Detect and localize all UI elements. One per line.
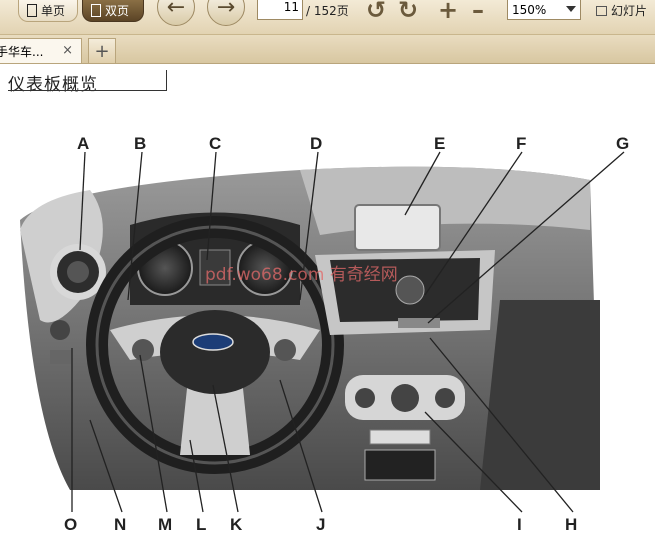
toolbar: 单页 双页 ← → 11 / 152页 ↺ ↻ + – 150% 幻灯片	[0, 0, 655, 35]
title-divider	[166, 70, 167, 91]
callout-m: M	[158, 515, 172, 534]
callout-f: F	[516, 134, 526, 153]
callout-a: A	[77, 134, 89, 153]
chevron-down-icon	[566, 6, 576, 12]
callout-g: G	[616, 134, 629, 153]
title-underline	[8, 90, 166, 91]
single-page-button[interactable]: 单页	[18, 0, 78, 22]
dashboard-illustration: pdf.wo68.com 有奇经网 A B C D E F G O N M L …	[20, 134, 629, 534]
slideshow-button[interactable]: 幻灯片	[596, 2, 647, 19]
rotate-left-icon[interactable]: ↺	[366, 0, 387, 24]
forward-arrow-icon: →	[216, 0, 236, 20]
close-icon[interactable]: ×	[62, 43, 73, 58]
back-arrow-icon: ←	[166, 0, 186, 20]
callout-b: B	[134, 134, 146, 153]
double-page-icon	[91, 4, 101, 17]
zoom-in-icon[interactable]: +	[438, 0, 459, 24]
tab-label: 手华车...	[0, 44, 44, 59]
tab-bar: 手华车... × +	[0, 35, 655, 64]
zoom-value: 150%	[512, 2, 547, 17]
slideshow-icon	[596, 5, 607, 16]
slideshow-label: 幻灯片	[611, 4, 648, 18]
callout-c: C	[209, 134, 221, 153]
callout-l: L	[196, 515, 206, 534]
double-page-label: 双页	[105, 4, 130, 18]
zoom-out-icon[interactable]: –	[472, 0, 484, 24]
callout-k: K	[230, 515, 243, 534]
callout-e: E	[434, 134, 445, 153]
single-page-icon	[27, 4, 37, 17]
callout-d: D	[310, 134, 322, 153]
new-tab-button[interactable]: +	[88, 38, 116, 63]
zoom-select[interactable]: 150%	[507, 0, 581, 20]
forward-button[interactable]: →	[207, 0, 245, 26]
callout-h: H	[565, 515, 577, 534]
page-number-input[interactable]: 11	[257, 0, 303, 20]
back-button[interactable]: ←	[157, 0, 195, 26]
callout-n: N	[114, 515, 126, 534]
callout-j: J	[316, 515, 325, 534]
callout-o: O	[64, 515, 77, 534]
single-page-label: 单页	[41, 4, 66, 18]
page-total: / 152页	[306, 4, 349, 18]
watermark: pdf.wo68.com 有奇经网	[205, 265, 398, 285]
plus-icon: +	[94, 40, 110, 62]
double-page-button[interactable]: 双页	[82, 0, 144, 22]
tab-document[interactable]: 手华车... ×	[0, 38, 82, 63]
callout-i: I	[517, 515, 522, 534]
rotate-right-icon[interactable]: ↻	[398, 0, 419, 24]
